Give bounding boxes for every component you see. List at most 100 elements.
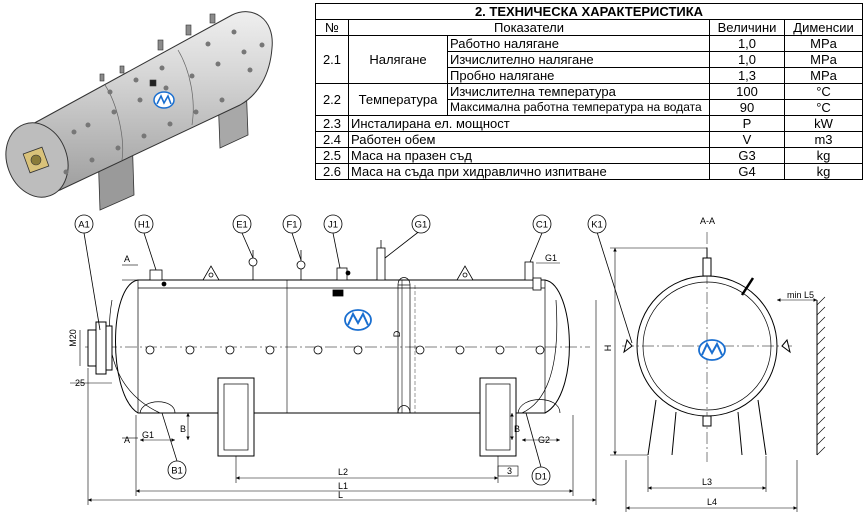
callouts xyxy=(74,214,633,486)
row-unit: °C xyxy=(783,99,864,116)
label-b1: B1 xyxy=(171,466,183,477)
inner-pipe xyxy=(397,284,411,414)
table-title: 2. ТЕХНИЧЕСКА ХАРАКТЕРИСТИКА xyxy=(314,3,864,20)
row-label: Изчислително налягане xyxy=(447,51,710,68)
callout-b1 xyxy=(167,460,187,480)
row-unit: °C xyxy=(783,83,864,100)
row-unit: kg xyxy=(783,163,864,180)
header-num: № xyxy=(315,19,349,36)
label-f1: F1 xyxy=(286,220,297,231)
group-name: Температура xyxy=(348,83,448,116)
tank-3d-illustration xyxy=(5,11,273,211)
label-j1: J1 xyxy=(328,220,338,231)
row-unit: MPa xyxy=(783,35,864,52)
dim-text-b-left: B xyxy=(180,424,186,434)
callout-j1 xyxy=(323,214,343,234)
row-label: Работен обем xyxy=(348,131,710,148)
brand-logo-side xyxy=(344,309,372,331)
end-flange-a1 xyxy=(87,321,113,375)
tank-3d-seam xyxy=(177,49,194,126)
dim-text-d: D xyxy=(392,330,402,337)
dim-text-a-bottom: A xyxy=(124,435,130,445)
bottom-dome xyxy=(139,401,176,414)
group-num: 2.2 xyxy=(315,83,349,116)
tank-3d-body xyxy=(11,11,273,193)
row-num: 2.5 xyxy=(315,147,349,164)
dim-text-l: L xyxy=(338,490,343,500)
row-value: 90 xyxy=(709,99,785,116)
table-row: 2.6 Маса на съда при хидравлично изпитва… xyxy=(315,163,864,180)
row-label: Маса на съда при хидравлично изпитване xyxy=(348,163,710,180)
row-num: 2.4 xyxy=(315,131,349,148)
dim-text-l1: L1 xyxy=(338,481,348,491)
section-leg-left xyxy=(647,399,657,456)
side-view xyxy=(85,277,590,414)
row-value: V xyxy=(709,131,785,148)
callout-g1 xyxy=(411,214,431,234)
leg-left xyxy=(217,377,255,457)
row-unit: kW xyxy=(783,115,864,132)
support-legs xyxy=(217,377,517,457)
section-dimensions xyxy=(610,247,817,512)
side-bolts xyxy=(145,345,545,355)
table-title-row: 2. ТЕХНИЧЕСКА ХАРАКТЕРИСТИКА xyxy=(314,3,864,20)
row-value: 1,0 xyxy=(709,51,785,68)
row-unit: MPa xyxy=(783,51,864,68)
callout-a1 xyxy=(74,214,94,234)
nozzle-c1 xyxy=(524,261,534,281)
dished-end-curve xyxy=(521,299,558,414)
label-h1: H1 xyxy=(138,220,150,231)
section-leg-right xyxy=(757,399,767,456)
row-value: P xyxy=(709,115,785,132)
dim-text-l3: L3 xyxy=(702,477,712,487)
dim-text-b-right: B xyxy=(514,424,520,434)
brand-logo-3d xyxy=(153,91,175,109)
top-nozzles xyxy=(149,240,542,297)
dim-text-g1-top: G1 xyxy=(545,253,557,263)
dished-end-curve xyxy=(109,299,161,414)
table-row: Пробно налягане 1,3 MPa xyxy=(316,67,864,84)
callout-d1 xyxy=(531,466,551,486)
header-indicators: Показатели xyxy=(348,19,710,36)
callout-e1 xyxy=(232,214,252,234)
spec-table: 2. ТЕХНИЧЕСКА ХАРАКТЕРИСТИКА № Показател… xyxy=(314,3,864,180)
row-value: 100 xyxy=(709,83,785,100)
dim-text-h: H xyxy=(603,345,613,352)
dim-text-m20: M20 xyxy=(68,329,78,347)
label-k1: K1 xyxy=(591,220,603,231)
brand-logo-section xyxy=(698,339,726,361)
label-g1: G1 xyxy=(415,220,428,231)
section-view xyxy=(622,232,818,462)
row-value: G3 xyxy=(709,147,785,164)
label-a1: A1 xyxy=(78,220,90,231)
callout-k1 xyxy=(587,214,607,234)
label-e1: E1 xyxy=(236,220,248,231)
tank-3d-leg-right xyxy=(217,81,249,149)
nozzle-h1 xyxy=(149,269,163,281)
wall-hatch xyxy=(816,296,826,456)
dim-text-a-top: A xyxy=(124,254,130,264)
row-unit: m3 xyxy=(783,131,864,148)
tank-3d-end-cap xyxy=(5,122,69,198)
group-num: 2.1 xyxy=(315,35,349,84)
row-label: Пробно налягане xyxy=(447,67,710,84)
tank-shell-outline xyxy=(115,279,570,414)
row-value: 1,0 xyxy=(709,35,785,52)
nozzle-e1 xyxy=(248,257,258,267)
row-label: Изчислителна температура xyxy=(447,83,710,100)
tank-3d-nozzles xyxy=(99,13,216,87)
table-row: 2.5 Маса на празен съд G3 kg xyxy=(315,147,864,164)
row-label: Работно налягане xyxy=(447,35,710,52)
row-unit: kg xyxy=(783,147,864,164)
dim-text-l2: L2 xyxy=(338,467,348,477)
label-d1: D1 xyxy=(535,472,547,483)
table-row: 2.2 Температура Изчислителна температура… xyxy=(315,83,864,116)
row-value: G4 xyxy=(709,163,785,180)
callout-c1 xyxy=(532,214,552,234)
dim-text-l4: L4 xyxy=(707,497,717,507)
row-num: 2.3 xyxy=(315,115,349,132)
dim-text-25: 25 xyxy=(75,378,85,388)
table-row: 2.4 Работен обем V m3 xyxy=(315,131,864,148)
leg-right xyxy=(479,377,517,457)
